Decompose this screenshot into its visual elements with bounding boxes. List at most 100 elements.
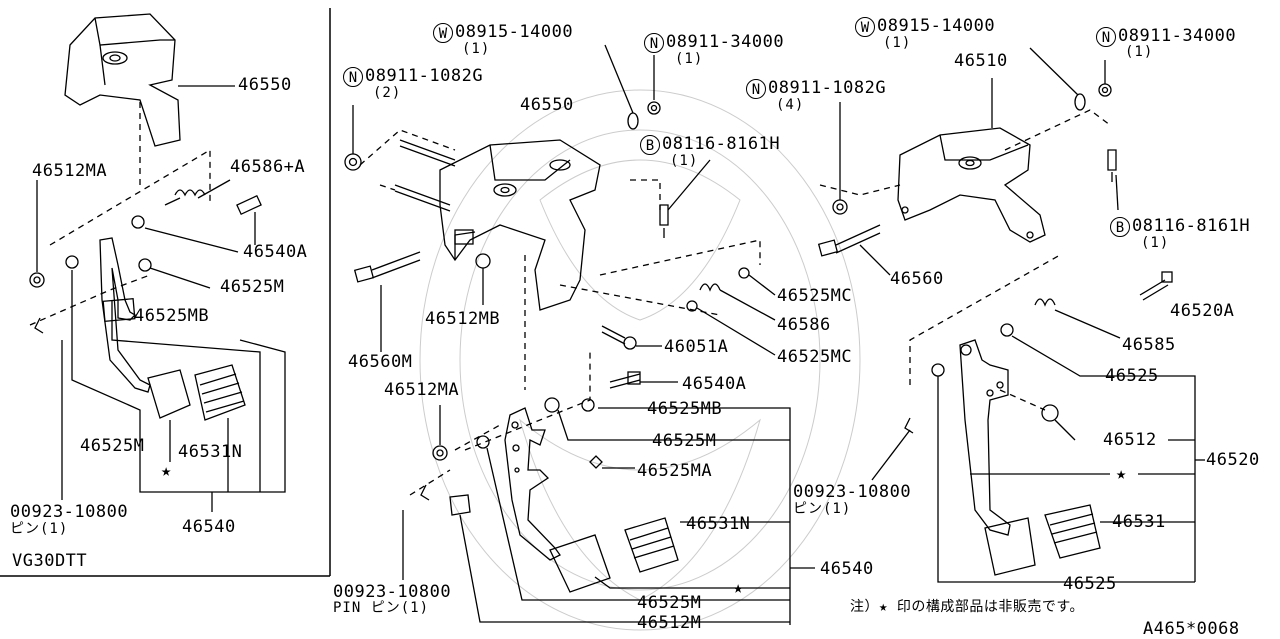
right-leader-lines xyxy=(871,335,1205,583)
part-label-46531n: 46531N xyxy=(686,514,751,534)
part-label-46512ma: 46512MA xyxy=(32,161,108,181)
part-label-46560m: 46560M xyxy=(348,352,413,372)
part-label-46525m: 46525M xyxy=(220,277,285,297)
middle-pedal-rubber xyxy=(624,517,679,573)
middle-leader-lines xyxy=(402,407,815,625)
part-label-46525m: 46525M xyxy=(652,431,717,451)
part-label-46525ma: 46525MA xyxy=(637,461,713,481)
part-label-46512: 46512 xyxy=(1103,430,1157,450)
part-label-46525: 46525 xyxy=(1105,366,1159,386)
nut-qty: (1) xyxy=(1125,44,1154,60)
right-bracket-46510 xyxy=(897,78,1046,243)
part-label-46525mb: 46525MB xyxy=(134,306,210,326)
right-dashed-guides xyxy=(819,109,1111,411)
left-bracket-46550 xyxy=(64,13,235,147)
part-label-46525: 46525 xyxy=(1063,574,1117,594)
diagram-reference-number: A465*0068 xyxy=(1143,619,1240,639)
middle-spring-46586 xyxy=(686,267,776,356)
part-label-46525mb: 46525MB xyxy=(647,399,723,419)
middle-bracket-46550 xyxy=(439,139,601,311)
middle-small-parts xyxy=(432,397,603,516)
part-label-46540a: 46540A xyxy=(243,242,308,262)
right-bolt-46520A xyxy=(1139,271,1173,301)
nut-qty: (2) xyxy=(373,85,402,101)
washer-circle-icon: W xyxy=(855,16,875,37)
part-label-46520: 46520 xyxy=(1206,450,1260,470)
bolt-circle-icon: B xyxy=(640,134,660,155)
right-small-parts xyxy=(904,323,1059,434)
part-label-46550: 46550 xyxy=(520,95,574,115)
left-panel-frame xyxy=(0,8,331,577)
middle-bolt-46560M xyxy=(353,251,421,352)
nut-circle-icon: N xyxy=(343,66,363,87)
part-label-46550: 46550 xyxy=(238,75,292,95)
star-marker: ★ xyxy=(733,578,744,598)
nut-qty: (4) xyxy=(776,97,805,113)
watermark-emblem xyxy=(419,89,861,631)
middle-bolt-46051A xyxy=(601,325,662,350)
part-label-46540: 46540 xyxy=(820,559,874,579)
part-label-46586a: 46586+A xyxy=(230,157,306,177)
part-label-46525m: 46525M xyxy=(637,593,702,613)
part-label-46510: 46510 xyxy=(954,51,1008,71)
left-dashed-guides xyxy=(29,102,211,326)
middle-hardware xyxy=(344,44,711,305)
washer-qty: (1) xyxy=(883,35,912,51)
middle-pedal-pad xyxy=(549,534,611,593)
bolt-circle-icon: B xyxy=(1110,216,1130,237)
star-marker: ★ xyxy=(1116,464,1127,484)
right-pedal-arm xyxy=(959,339,1011,536)
part-label-46531: 46531 xyxy=(1112,512,1166,532)
left-leader-lines xyxy=(34,270,286,512)
part-label-46585: 46585 xyxy=(1122,335,1176,355)
left-pedal-pad xyxy=(147,369,191,419)
washer-qty: (1) xyxy=(462,41,491,57)
part-label-46586: 46586 xyxy=(777,315,831,335)
part-label-46512m: 46512M xyxy=(637,613,702,633)
part-label-46512ma: 46512MA xyxy=(384,380,460,400)
middle-pedal-arm xyxy=(504,407,561,561)
left-spring xyxy=(164,179,231,206)
pin-part-code: 00923-10800 xyxy=(10,502,129,522)
part-label-46051a: 46051A xyxy=(664,337,729,357)
left-pedal-rubber xyxy=(194,364,246,421)
middle-studs xyxy=(394,139,456,212)
part-label-46540a: 46540A xyxy=(682,374,747,394)
star-marker: ★ xyxy=(161,461,172,481)
part-label-46512mb: 46512MB xyxy=(425,309,501,329)
right-bolt-46560 xyxy=(817,224,891,276)
right-spring-46585 xyxy=(1034,298,1121,339)
left-pedal-arm xyxy=(99,237,151,393)
right-hardware xyxy=(832,47,1119,215)
pin-part-code: 00923-10800 xyxy=(793,482,912,502)
middle-bolt-46540A xyxy=(609,371,678,389)
pin-part-label: ピン(1) xyxy=(793,501,852,517)
part-label-46525m: 46525M xyxy=(80,436,145,456)
part-label-46520a: 46520A xyxy=(1170,301,1235,321)
pin-part-label: ピン(1) xyxy=(10,521,69,537)
bolt-qty: (1) xyxy=(1141,235,1170,251)
left-bolt xyxy=(236,194,262,245)
nut-circle-icon: N xyxy=(644,32,664,53)
engine-variant-label: VG30DTT xyxy=(12,551,88,571)
left-bushings xyxy=(65,215,239,289)
bolt-qty: (1) xyxy=(670,153,699,169)
part-label-46525mc: 46525MC xyxy=(777,347,853,367)
part-label-46560: 46560 xyxy=(890,269,944,289)
part-label-46540: 46540 xyxy=(182,517,236,537)
washer-circle-icon: W xyxy=(433,22,453,43)
nut-circle-icon: N xyxy=(746,78,766,99)
nut-qty: (1) xyxy=(675,51,704,67)
right-pedal-rubber xyxy=(1044,504,1101,559)
part-label-46525mc: 46525MC xyxy=(777,286,853,306)
nut-circle-icon: N xyxy=(1096,26,1116,47)
